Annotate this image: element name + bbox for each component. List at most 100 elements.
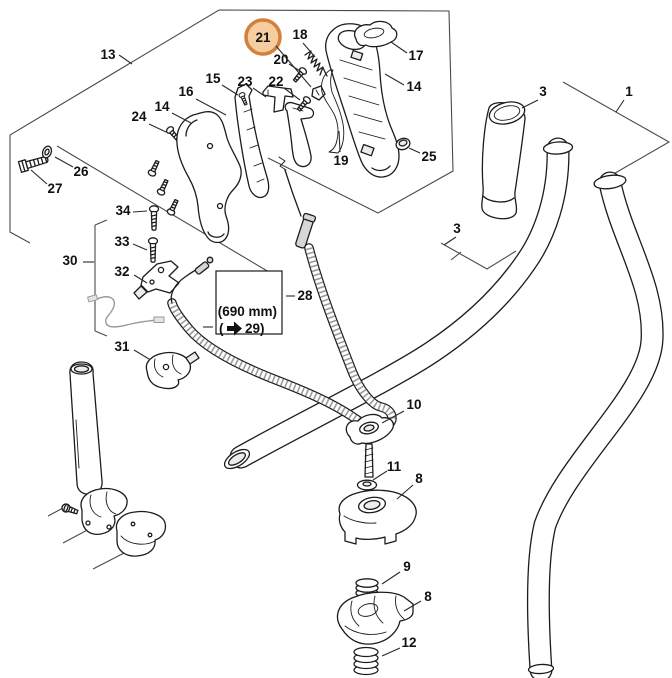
leader-line-11 bbox=[372, 470, 388, 481]
leader-line-3 bbox=[521, 99, 539, 109]
interlock-lever-drawing bbox=[284, 101, 315, 168]
leader-line-14 bbox=[171, 112, 192, 124]
handlebar-tube-left-drawing bbox=[223, 137, 574, 470]
note-line2-open: ( bbox=[219, 321, 224, 336]
washer-11-drawing bbox=[356, 479, 378, 491]
leader-line-13 bbox=[118, 54, 133, 65]
clamp-31-drawing bbox=[145, 351, 200, 390]
bracket-32-drawing bbox=[133, 260, 180, 300]
bushing-12-drawing bbox=[353, 646, 379, 676]
screw-33-drawing bbox=[147, 237, 159, 263]
assembly-outline-10 bbox=[92, 551, 127, 570]
part-label-10[interactable]: 10 bbox=[406, 397, 421, 412]
part-label-34[interactable]: 34 bbox=[115, 203, 131, 218]
note-box bbox=[215, 270, 283, 335]
assembly-outline-6 bbox=[94, 219, 108, 226]
leader-line-21 bbox=[275, 45, 312, 88]
part-label-8[interactable]: 8 bbox=[415, 471, 423, 486]
right-arrow-icon bbox=[227, 321, 242, 336]
note-line1: (690 mm) bbox=[218, 304, 277, 319]
screw-34-drawing bbox=[148, 205, 160, 231]
leader-line-25 bbox=[408, 147, 421, 154]
part-label-32[interactable]: 32 bbox=[114, 264, 129, 279]
part-label-19[interactable]: 19 bbox=[333, 153, 348, 168]
washer-26-drawing bbox=[41, 145, 53, 159]
assembly-outline-1 bbox=[56, 145, 275, 276]
leader-line-3 bbox=[443, 236, 457, 246]
part-label-16[interactable]: 16 bbox=[178, 84, 194, 99]
leader-line-34 bbox=[132, 210, 148, 213]
part-label-31[interactable]: 31 bbox=[114, 339, 130, 354]
part-label-13[interactable]: 13 bbox=[100, 47, 116, 62]
assembly-outline-3 bbox=[440, 242, 517, 270]
note-line2-ref: 29) bbox=[245, 321, 265, 336]
leader-line-12 bbox=[381, 647, 401, 657]
leader-line-16 bbox=[195, 98, 227, 116]
part-label-14[interactable]: 14 bbox=[406, 79, 422, 94]
clamp-8-lower-drawing bbox=[336, 591, 414, 645]
leader-line-22 bbox=[283, 87, 301, 101]
cap-17-drawing bbox=[354, 20, 398, 48]
leader-line-10 bbox=[381, 410, 405, 424]
handlebar-tube-right-drawing bbox=[526, 171, 664, 678]
part-label-15[interactable]: 15 bbox=[205, 71, 221, 86]
part-label-18[interactable]: 18 bbox=[292, 27, 308, 42]
detent-21-drawing bbox=[311, 85, 326, 101]
leader-line-27 bbox=[30, 169, 48, 185]
leader-line-24 bbox=[148, 123, 167, 133]
leader-line-23 bbox=[252, 87, 267, 98]
assembly-outline-4 bbox=[450, 251, 462, 261]
leader-line-1 bbox=[615, 99, 625, 113]
part-label-27[interactable]: 27 bbox=[47, 181, 62, 196]
part-label-33[interactable]: 33 bbox=[114, 234, 130, 249]
part-label-8[interactable]: 8 bbox=[424, 589, 432, 604]
part-label-28[interactable]: 28 bbox=[297, 288, 313, 303]
housing-screw-drawing bbox=[155, 177, 171, 197]
part-label-22[interactable]: 22 bbox=[268, 74, 283, 89]
part-label-20[interactable]: 20 bbox=[273, 52, 288, 67]
part-label-30[interactable]: 30 bbox=[62, 253, 77, 268]
cable-barrel-end-drawing bbox=[194, 256, 214, 275]
nut-25-drawing bbox=[395, 137, 411, 151]
part-label-25[interactable]: 25 bbox=[421, 149, 437, 164]
leader-line-33 bbox=[132, 243, 148, 251]
part-label-3[interactable]: 3 bbox=[539, 84, 547, 99]
part-label-21[interactable]: 21 bbox=[255, 30, 271, 45]
part-label-14[interactable]: 14 bbox=[154, 99, 170, 114]
leader-line-9 bbox=[381, 571, 401, 585]
part-label-23[interactable]: 23 bbox=[237, 74, 253, 89]
part-label-17[interactable]: 17 bbox=[408, 48, 423, 63]
part-label-12[interactable]: 12 bbox=[401, 635, 416, 650]
bolt-27-drawing bbox=[17, 156, 49, 173]
contact-wire-drawing bbox=[87, 294, 165, 328]
leader-line-31 bbox=[133, 349, 150, 360]
assembly-outline-8 bbox=[47, 507, 64, 517]
leader-line-17 bbox=[390, 41, 408, 54]
shaft-tube-drawing bbox=[69, 361, 103, 495]
knob-10-drawing bbox=[345, 413, 395, 478]
part-label-3[interactable]: 3 bbox=[453, 221, 461, 236]
leader-line-14 bbox=[384, 73, 405, 86]
part-label-24[interactable]: 24 bbox=[131, 109, 147, 124]
housing-front-half-drawing bbox=[176, 111, 242, 244]
leader-line-18 bbox=[302, 42, 316, 58]
grip-drawing bbox=[481, 101, 526, 220]
part-label-9[interactable]: 9 bbox=[403, 559, 411, 574]
clamp-screw-drawing bbox=[61, 503, 79, 515]
leader-line-8 bbox=[396, 484, 414, 500]
clamp-shell-a-drawing bbox=[80, 487, 128, 535]
part-label-26[interactable]: 26 bbox=[73, 164, 89, 179]
housing-screw-drawing bbox=[146, 158, 162, 178]
part-label-1[interactable]: 1 bbox=[625, 84, 633, 99]
highlight-circle-part-21[interactable] bbox=[244, 18, 282, 56]
housing-screw-drawing bbox=[165, 197, 181, 217]
housing-rear-half-drawing bbox=[325, 23, 400, 178]
assembly-boxes-and-brackets bbox=[9, 9, 671, 570]
assembly-outline-7 bbox=[94, 330, 108, 337]
part-label-11[interactable]: 11 bbox=[387, 459, 402, 474]
trigger-19-drawing bbox=[321, 69, 345, 154]
clamp-shell-b-drawing bbox=[115, 510, 167, 557]
leader-line-26 bbox=[54, 156, 74, 168]
